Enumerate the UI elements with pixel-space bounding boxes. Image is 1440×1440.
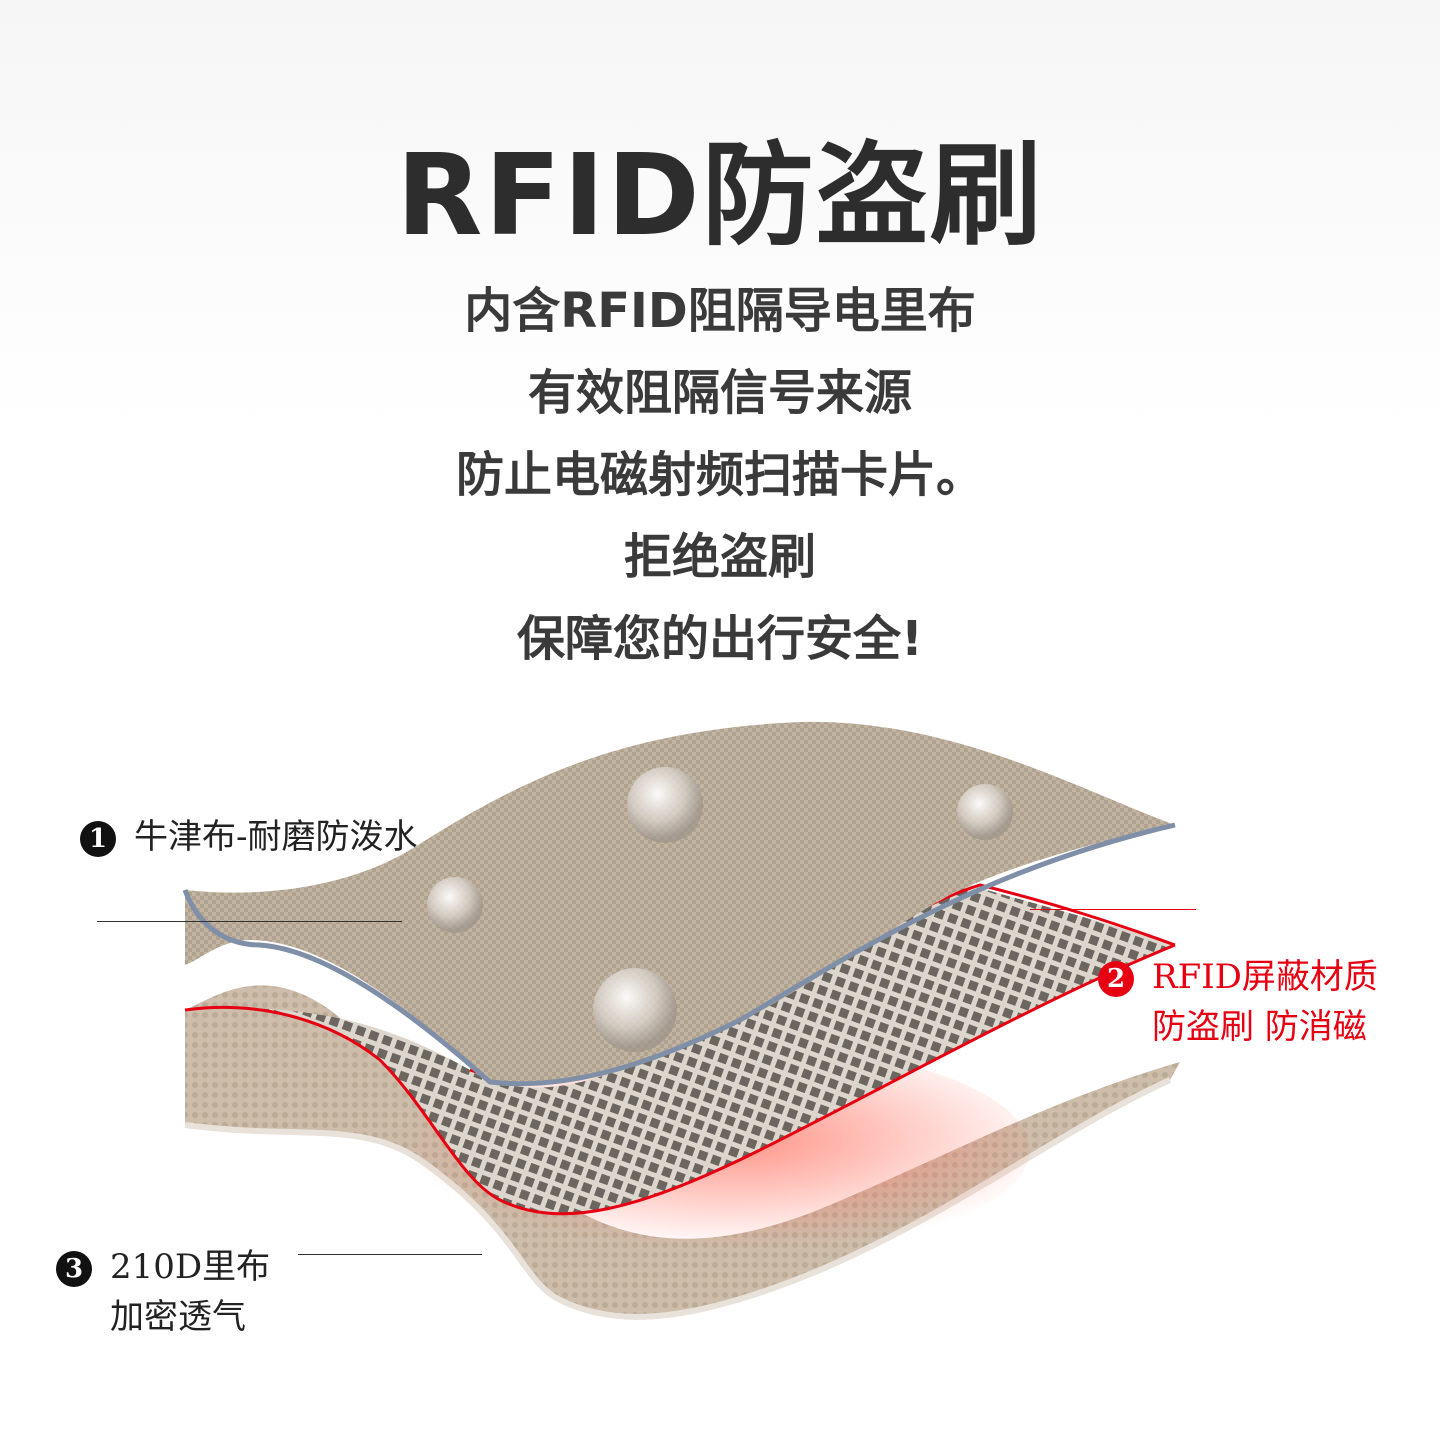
description-block: 内含RFID阻隔导电里布 有效阻隔信号来源 防止电磁射频扫描卡片。 拒绝盗刷 保… (0, 270, 1440, 680)
water-droplet-icon (427, 877, 483, 933)
description-line: 防止电磁射频扫描卡片。 (455, 447, 984, 503)
layer-1-callout: 1 牛津布-耐磨防泼水 (80, 812, 418, 862)
description-line: 有效阻隔信号来源 (527, 365, 912, 421)
fabric-layers-illustration (182, 721, 1180, 1320)
layer-2-detail: 防盗刷 防消磁 (1152, 1007, 1367, 1047)
description-line: 拒绝盗刷 (623, 529, 816, 585)
page-title: RFID防盗刷 (396, 131, 1044, 261)
water-droplet-icon (627, 767, 703, 843)
layer-number-badge: 3 (56, 1251, 92, 1287)
water-droplet-icon (593, 968, 677, 1052)
layer-1-name: 牛津布-耐磨防泼水 (134, 817, 418, 857)
layer-3-detail: 加密透气 (110, 1297, 246, 1337)
layer-3-name: 210D里布 (110, 1247, 271, 1287)
description-line: 保障您的出行安全! (517, 611, 923, 667)
layer-2-callout: 2 RFID屏蔽材质 防盗刷 防消磁 (1098, 952, 1378, 1052)
layer-3-callout: 3 210D里布 加密透气 (56, 1242, 270, 1342)
oxford-layer (182, 721, 1176, 1087)
layer-number-badge: 1 (80, 821, 116, 857)
description-line: 内含RFID阻隔导电里布 (464, 283, 976, 339)
layer-2-leader-line (1030, 909, 1196, 910)
water-droplet-icon (957, 784, 1013, 840)
layer-3-leader-line (298, 1254, 482, 1255)
layer-2-name: RFID屏蔽材质 (1152, 957, 1378, 997)
layer-1-leader-line (97, 921, 402, 922)
layer-number-badge: 2 (1098, 961, 1134, 997)
